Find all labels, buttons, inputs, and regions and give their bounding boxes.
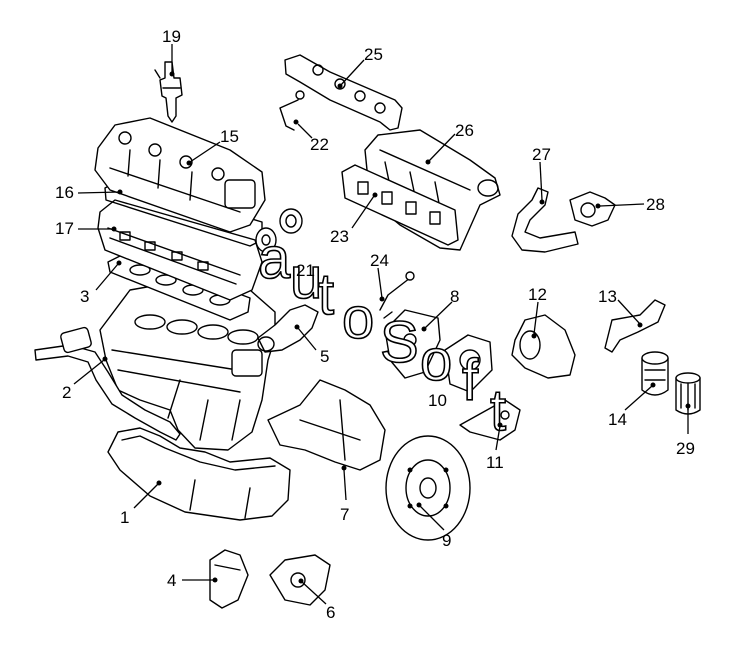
callout-label: 7 bbox=[340, 505, 349, 524]
callout-2[interactable]: 2 bbox=[62, 356, 108, 403]
callout-label: 9 bbox=[442, 531, 451, 550]
mount-bracket-part[interactable] bbox=[209, 549, 249, 609]
bracket-11-part[interactable] bbox=[459, 399, 521, 441]
callout-label: 25 bbox=[364, 45, 383, 64]
watermark-letter: u bbox=[290, 246, 322, 311]
callout-3[interactable]: 3 bbox=[80, 260, 122, 307]
callout-label: 3 bbox=[80, 287, 89, 306]
disc-part[interactable] bbox=[385, 435, 471, 541]
callout-label: 27 bbox=[532, 145, 551, 164]
callout-label: 14 bbox=[608, 410, 627, 429]
callout-16[interactable]: 16 bbox=[55, 183, 123, 202]
callout-24[interactable]: 24 bbox=[370, 251, 389, 302]
pump-10-part[interactable] bbox=[444, 334, 493, 393]
callout-27[interactable]: 27 bbox=[532, 145, 551, 205]
callout-8[interactable]: 8 bbox=[421, 287, 460, 332]
callout-label: 6 bbox=[326, 603, 335, 622]
callout-label: 29 bbox=[676, 439, 695, 458]
callout-6[interactable]: 6 bbox=[298, 578, 336, 623]
water-pump-part[interactable] bbox=[511, 314, 576, 379]
callout-label: 11 bbox=[486, 453, 504, 472]
cylinder-head-part[interactable] bbox=[97, 199, 263, 301]
filter-element-part[interactable] bbox=[675, 372, 701, 415]
coolant-hose-part[interactable] bbox=[511, 187, 579, 253]
watermark-letter: t bbox=[490, 378, 506, 443]
watermark-letter: t bbox=[318, 262, 334, 327]
callout-1[interactable]: 1 bbox=[120, 480, 162, 528]
callout-label: 22 bbox=[310, 135, 329, 154]
watermark-letter: a bbox=[258, 226, 291, 291]
valve-cover-part[interactable] bbox=[94, 117, 266, 233]
fuel-rail-part[interactable] bbox=[284, 54, 403, 131]
bolt-part[interactable] bbox=[379, 271, 415, 319]
watermark-letter: S bbox=[380, 310, 419, 375]
callout-4[interactable]: 4 bbox=[167, 571, 218, 590]
cam-pulley-part[interactable] bbox=[255, 208, 303, 253]
thermostat-housing-part[interactable] bbox=[569, 191, 616, 227]
watermark-letter: o bbox=[342, 286, 374, 351]
oil-pan-part[interactable] bbox=[107, 427, 291, 521]
engine-block-part[interactable] bbox=[99, 281, 276, 451]
callout-14[interactable]: 14 bbox=[608, 382, 656, 430]
callout-label: 24 bbox=[370, 251, 389, 270]
intake-gasket-part[interactable] bbox=[341, 164, 459, 246]
callout-label: 12 bbox=[528, 285, 547, 304]
callout-label: 16 bbox=[55, 183, 74, 202]
watermark-letter: o bbox=[420, 328, 452, 393]
injector-part[interactable] bbox=[154, 61, 183, 123]
watermark-letter: f bbox=[462, 348, 479, 413]
bracket-13-part[interactable] bbox=[604, 299, 666, 353]
callout-10[interactable]: 10 bbox=[428, 391, 447, 410]
support-bracket-part[interactable] bbox=[267, 379, 386, 471]
callout-label: 26 bbox=[455, 121, 474, 140]
callout-label: 4 bbox=[167, 571, 176, 590]
oil-filter-part[interactable] bbox=[641, 351, 669, 396]
callout-26[interactable]: 26 bbox=[425, 121, 474, 165]
callout-label: 8 bbox=[450, 287, 459, 306]
callout-23[interactable]: 23 bbox=[330, 192, 378, 247]
watermark-autosoft: a u t o S o f t bbox=[257, 225, 507, 444]
callout-label: 19 bbox=[162, 27, 181, 46]
callout-label: 15 bbox=[220, 127, 239, 146]
callout-label: 1 bbox=[120, 508, 129, 527]
callout-19[interactable]: 19 bbox=[162, 27, 181, 77]
dipstick-tube-part[interactable] bbox=[34, 326, 181, 441]
callout-12[interactable]: 12 bbox=[528, 285, 547, 339]
callout-29[interactable]: 29 bbox=[676, 403, 695, 459]
callout-label: 10 bbox=[428, 391, 447, 410]
callout-21[interactable]: 21 bbox=[296, 261, 315, 280]
callout-7[interactable]: 7 bbox=[340, 465, 349, 525]
callout-label: 21 bbox=[296, 261, 315, 280]
callout-9[interactable]: 9 bbox=[416, 502, 452, 551]
callout-15[interactable]: 15 bbox=[186, 127, 239, 166]
callout-label: 17 bbox=[55, 219, 74, 238]
callout-22[interactable]: 22 bbox=[293, 119, 329, 155]
callout-11[interactable]: 11 bbox=[486, 422, 504, 473]
callout-label: 28 bbox=[646, 195, 665, 214]
callout-13[interactable]: 13 bbox=[598, 287, 643, 328]
callout-17[interactable]: 17 bbox=[55, 219, 117, 238]
callout-25[interactable]: 25 bbox=[337, 45, 383, 89]
callout-label: 5 bbox=[320, 347, 329, 366]
callout-label: 23 bbox=[330, 227, 349, 246]
callout-28[interactable]: 28 bbox=[595, 195, 665, 214]
callout-label: 13 bbox=[598, 287, 617, 306]
callout-5[interactable]: 5 bbox=[294, 324, 330, 367]
water-outlet-part[interactable] bbox=[257, 304, 319, 353]
fuel-line-part[interactable] bbox=[279, 90, 305, 131]
callout-label: 2 bbox=[62, 383, 71, 402]
